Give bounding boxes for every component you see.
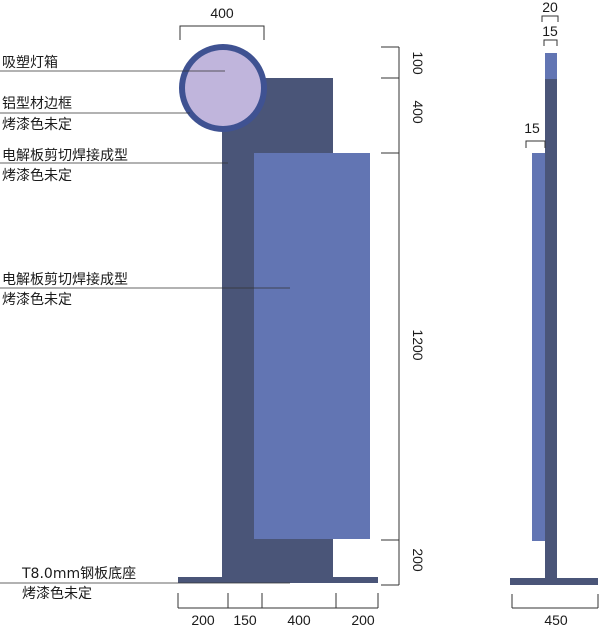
label-base-1: T8.0mm钢板底座: [21, 566, 136, 582]
bottom-dimensions: 200 150 400 200: [177, 593, 379, 626]
dim-right-1200: 1200: [410, 329, 426, 360]
dim-right-400: 400: [410, 100, 426, 124]
dim-bottom-200a: 200: [191, 612, 215, 626]
label-panel-b-2: 烤漆色未定: [2, 291, 72, 308]
dim-side-15b: 15: [524, 120, 540, 136]
side-panel: [532, 153, 545, 541]
right-dimensions: 100 400 1200 200: [381, 46, 426, 586]
dim-right-200: 200: [410, 548, 426, 572]
dim-bottom-150: 150: [233, 612, 257, 626]
front-base-plate: [178, 577, 378, 583]
dim-bottom-400: 400: [287, 612, 311, 626]
label-lightbox: 吸塑灯箱: [2, 55, 58, 71]
label-base-2: 烤漆色未定: [22, 585, 92, 602]
side-base-plate: [510, 578, 598, 585]
front-panel: [254, 153, 370, 539]
side-post: [545, 79, 557, 578]
dim-right-100: 100: [410, 51, 426, 75]
dim-top-400: 400: [210, 5, 234, 21]
leader-lines: [0, 70, 290, 584]
top-dimension: 400: [179, 5, 265, 40]
side-top-piece: [545, 53, 557, 79]
dim-side-20: 20: [542, 0, 558, 15]
label-frame-2: 烤漆色未定: [2, 116, 72, 133]
front-view: [178, 44, 378, 583]
dim-side-15a: 15: [542, 23, 558, 39]
side-dimensions: 20 15 15 450: [511, 0, 599, 626]
label-panel-a-1: 电解板剪切焊接成型: [2, 147, 128, 164]
label-frame-1: 铝型材边框: [2, 96, 72, 112]
side-view: [510, 53, 598, 585]
label-panel-a-2: 烤漆色未定: [2, 167, 72, 184]
dim-side-450: 450: [544, 612, 568, 626]
dim-bottom-200b: 200: [351, 612, 375, 626]
lightbox-face: [185, 50, 261, 126]
label-panel-b-1: 电解板剪切焊接成型: [2, 271, 128, 288]
left-labels: 吸塑灯箱 铝型材边框 烤漆色未定 电解板剪切焊接成型 烤漆色未定 电解板剪切焊接…: [2, 55, 136, 602]
